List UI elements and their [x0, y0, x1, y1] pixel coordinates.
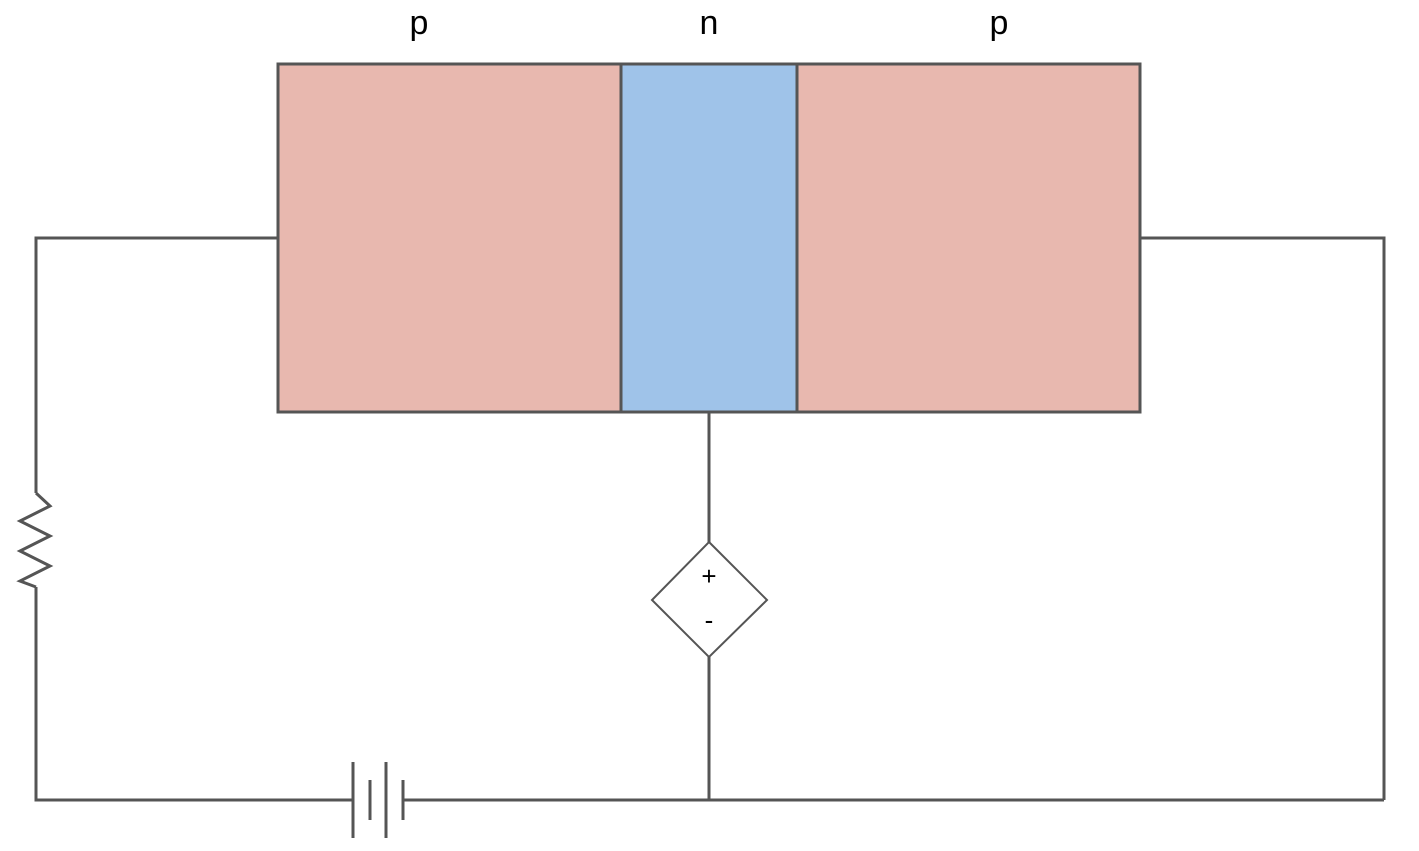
p-region-left [276, 62, 623, 414]
p-region-right [795, 62, 1142, 414]
p-label-right: p [990, 4, 1009, 42]
wire-right [1140, 236, 1386, 800]
source-diamond [650, 540, 769, 659]
wire-left-bottom [34, 587, 353, 802]
dependent-voltage-source: + - [650, 540, 769, 659]
resistor [16, 491, 54, 589]
battery [351, 762, 405, 838]
p-label-left: p [410, 4, 429, 42]
n-region [619, 62, 799, 414]
n-label: n [700, 4, 719, 42]
wire-left-top [34, 236, 278, 493]
source-plus-sign: + [701, 561, 716, 591]
source-minus-sign: - [705, 605, 714, 635]
